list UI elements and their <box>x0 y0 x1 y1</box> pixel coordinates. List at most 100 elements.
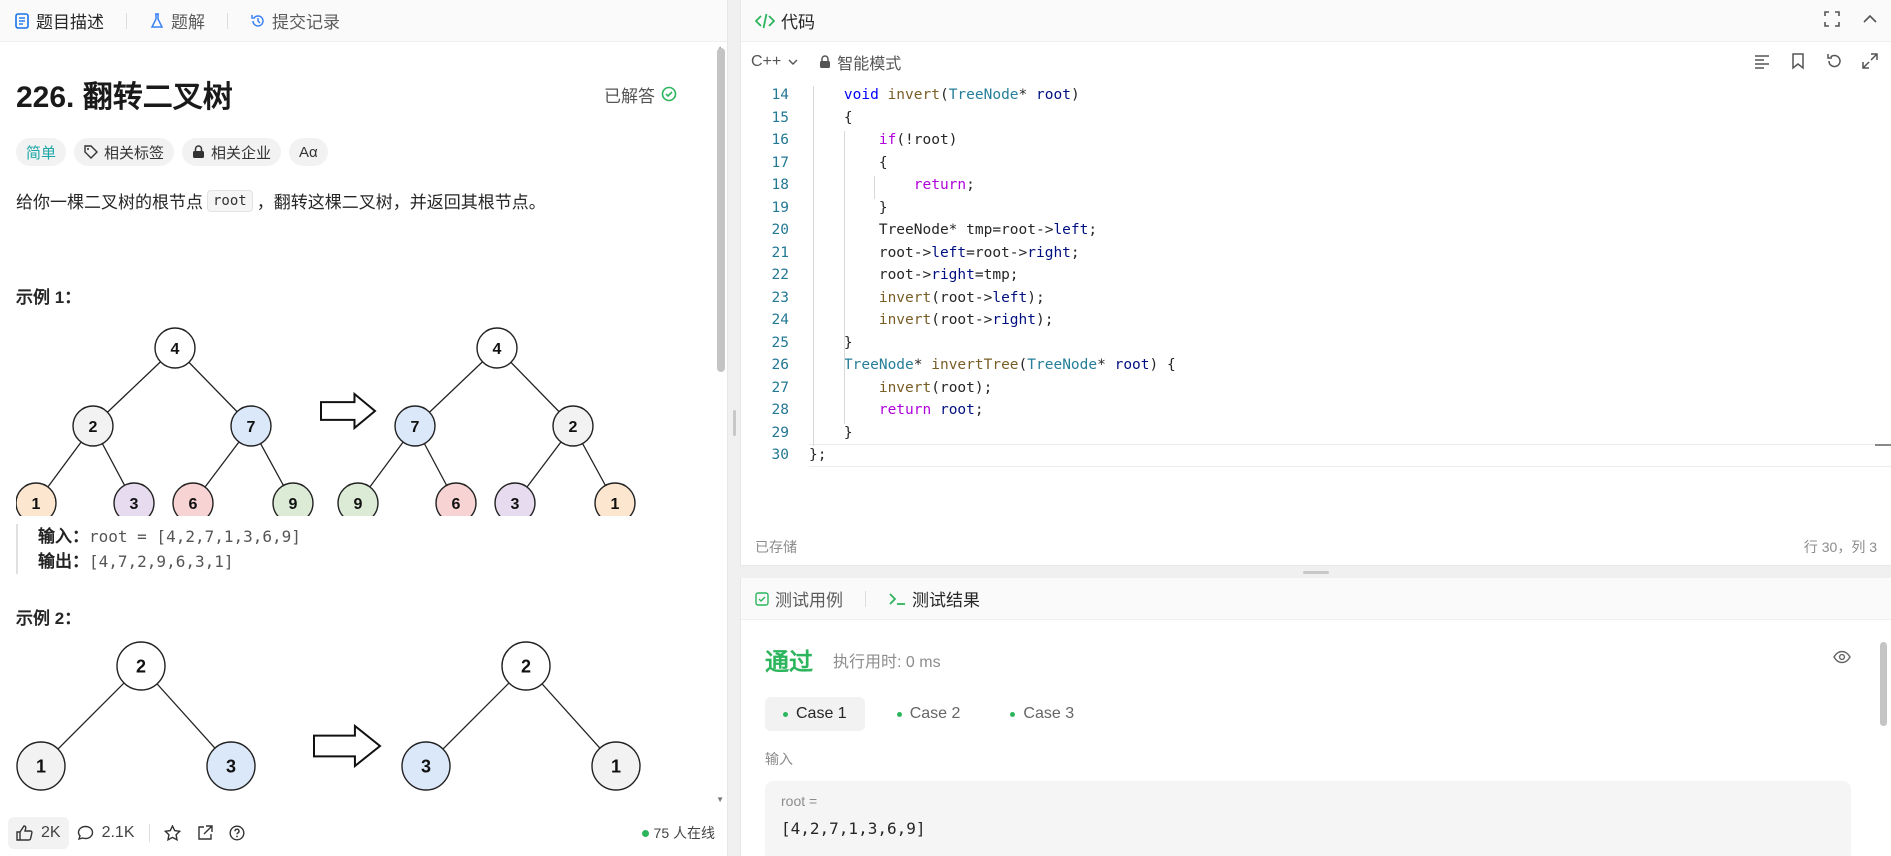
vertical-resize-handle[interactable] <box>733 410 736 436</box>
code-editor[interactable]: 14 void invert(TreeNode* root)15 {16 if(… <box>741 84 1891 474</box>
code-line[interactable]: 17 { <box>741 152 1891 175</box>
code-line[interactable]: 24 invert(root->right); <box>741 309 1891 332</box>
line-code: return; <box>913 177 975 194</box>
code-line[interactable]: 19 } <box>741 197 1891 220</box>
difficulty-badge: 简单 <box>16 138 67 166</box>
like-button[interactable]: 2K <box>8 817 69 849</box>
line-number: 22 <box>771 267 789 284</box>
fullscreen-icon[interactable] <box>1823 10 1841 28</box>
tab-description[interactable]: 题目描述 <box>14 8 104 33</box>
case-3-tab[interactable]: Case 3 <box>992 697 1092 731</box>
companies-label: 相关企业 <box>211 144 272 162</box>
thumbs-up-icon <box>16 825 33 841</box>
result-status: 通过 <box>765 649 813 676</box>
problem-panel: 题目描述 题解 提交记录 226. 翻转二叉树 已解答 <box>0 0 728 856</box>
tab-solutions-label: 题解 <box>171 13 205 32</box>
svg-text:2: 2 <box>521 656 531 676</box>
input-value: [4,2,7,1,3,6,9] <box>781 819 926 838</box>
history-icon <box>250 13 266 29</box>
tree-node: 2 <box>501 641 551 691</box>
result-summary: 通过 执行用时: 0 ms <box>765 642 1891 677</box>
code-tab[interactable]: 代码 <box>755 8 815 33</box>
tab-submissions[interactable]: 提交记录 <box>250 8 340 33</box>
code-line[interactable]: 25 } <box>741 332 1891 355</box>
code-line[interactable]: 21 root->left=root->right; <box>741 242 1891 265</box>
online-count: 75 人在线 <box>641 823 715 843</box>
input-variable: root = <box>781 793 818 809</box>
language-label: C++ <box>751 53 782 70</box>
tab-test-result[interactable]: 测试结果 <box>888 586 980 611</box>
line-number: 18 <box>771 177 789 194</box>
svg-text:9: 9 <box>289 496 298 513</box>
smart-mode-toggle[interactable]: 智能模式 <box>819 50 901 74</box>
code-line[interactable]: 23 invert(root->left); <box>741 287 1891 310</box>
horizontal-resize-handle[interactable] <box>1303 571 1329 574</box>
code-line[interactable]: 30}; <box>741 444 1891 467</box>
tab-test-result-label: 测试结果 <box>912 591 980 610</box>
svg-text:1: 1 <box>36 756 46 776</box>
tree-node: 3 <box>494 482 536 516</box>
input-label: 输入： <box>38 527 89 546</box>
line-number: 15 <box>771 109 789 126</box>
tab-testcase[interactable]: 测试用例 <box>755 586 843 611</box>
tree-node: 3 <box>401 741 451 791</box>
font-size-label: Aα <box>299 143 318 161</box>
code-line[interactable]: 22 root->right=tmp; <box>741 264 1891 287</box>
svg-text:3: 3 <box>130 496 139 513</box>
tree-node: 1 <box>591 741 641 791</box>
runtime-text: 执行用时: 0 ms <box>833 653 941 671</box>
help-button[interactable] <box>221 817 253 849</box>
tab-solutions[interactable]: 题解 <box>149 8 205 33</box>
reset-icon[interactable] <box>1825 52 1843 70</box>
code-line[interactable]: 27 invert(root); <box>741 377 1891 400</box>
font-size-button[interactable]: Aα <box>289 138 328 166</box>
code-line[interactable]: 14 void invert(TreeNode* root) <box>741 84 1891 107</box>
tags-label: 相关标签 <box>104 144 165 162</box>
svg-text:2: 2 <box>89 419 98 436</box>
result-scrollbar[interactable] <box>1880 642 1887 726</box>
svg-text:3: 3 <box>421 756 431 776</box>
svg-text:7: 7 <box>247 419 256 436</box>
lock-icon <box>193 145 205 158</box>
line-number: 19 <box>771 199 789 216</box>
chevron-down-icon <box>788 59 798 65</box>
case-pass-dot <box>783 711 788 717</box>
favorite-button[interactable] <box>156 817 189 849</box>
code-line[interactable]: 16 if(!root) <box>741 129 1891 152</box>
tab-description-label: 题目描述 <box>36 13 104 32</box>
case-1-tab[interactable]: Case 1 <box>765 697 865 731</box>
scroll-down-arrow-icon[interactable]: ▼ <box>716 795 724 804</box>
eye-icon[interactable] <box>1833 650 1851 664</box>
companies-button[interactable]: 相关企业 <box>182 138 282 166</box>
tree-node: 2 <box>116 641 166 691</box>
code-line[interactable]: 18 return; <box>741 174 1891 197</box>
comments-button[interactable]: 2.1K <box>69 817 143 849</box>
case-pass-dot <box>896 711 902 717</box>
code-line[interactable]: 26 TreeNode* invertTree(TreeNode* root) … <box>741 354 1891 377</box>
problem-badges: 简单 相关标签 相关企业 Aα <box>16 138 697 166</box>
output-label: 输出： <box>38 552 89 571</box>
code-line[interactable]: 15 { <box>741 107 1891 130</box>
problem-scrollbar[interactable] <box>717 48 725 372</box>
indent-guide <box>844 131 845 424</box>
bookmark-icon[interactable] <box>1789 52 1807 70</box>
language-select[interactable]: C++ <box>751 53 799 71</box>
share-button[interactable] <box>189 817 221 849</box>
expand-icon[interactable] <box>1861 52 1879 70</box>
case-1-label: Case 1 <box>796 705 847 722</box>
star-icon <box>163 825 181 841</box>
code-icon <box>755 13 775 28</box>
line-code: invert(root); <box>878 379 993 396</box>
flask-icon <box>149 12 165 29</box>
case-tabs: Case 1 Case 2 Case 3 <box>765 697 1891 731</box>
code-panel-actions <box>1823 10 1879 28</box>
example-1-output: [4,7,2,9,6,3,1] <box>89 552 234 571</box>
tags-button[interactable]: 相关标签 <box>74 138 175 166</box>
format-icon[interactable] <box>1753 52 1771 70</box>
case-2-tab[interactable]: Case 2 <box>879 697 979 731</box>
code-line[interactable]: 28 return root; <box>741 399 1891 422</box>
code-line[interactable]: 20 TreeNode* tmp=root->left; <box>741 219 1891 242</box>
line-code: root->right=tmp; <box>809 267 1019 284</box>
collapse-up-icon[interactable] <box>1861 10 1879 28</box>
code-line[interactable]: 29 } <box>741 422 1891 445</box>
